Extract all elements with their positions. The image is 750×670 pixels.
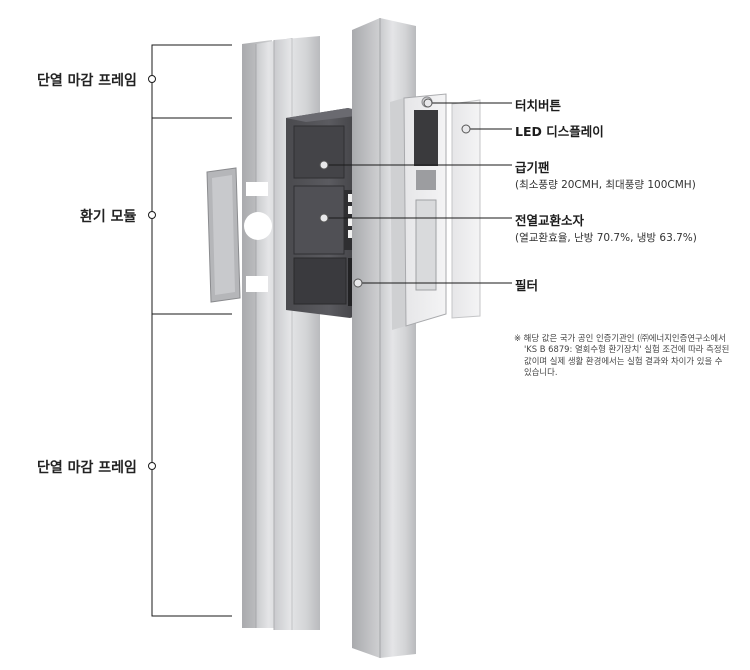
label-led-display: LED 디스플레이 xyxy=(515,124,604,139)
footnote-line-2: 'KS B 6879: 열회수형 환기장치' 실험 조건에 따라 측정된 xyxy=(524,344,730,355)
measurement-footnote: ※ 해당 값은 국가 공인 인증기관인 (㈜에너지인증연구소에서 'KS B 6… xyxy=(514,333,740,379)
right-leaders xyxy=(324,102,512,284)
intake-grille xyxy=(206,167,241,303)
label-supply-fan: 급기팬 xyxy=(515,160,550,175)
footnote-line-4: 있습니다. xyxy=(524,367,558,378)
label-bottom-insulation-frame: 단열 마감 프레임 xyxy=(37,460,137,476)
footnote-line-1: ※ 해당 값은 국가 공인 인증기관인 (㈜에너지인증연구소에서 xyxy=(514,333,726,343)
heat-exchanger-spec: (열교환효율, 난방 70.7%, 냉방 63.7%) xyxy=(515,232,697,244)
right-leader-dots xyxy=(319,98,471,288)
left-bracket xyxy=(148,44,232,617)
control-panel xyxy=(390,93,447,330)
footnote-line-3: 값이며 실제 생활 환경에서는 실험 결과와 차이가 있을 수 xyxy=(524,355,723,366)
label-ventilation-module: 환기 모듈 xyxy=(80,209,137,225)
led-display-cover xyxy=(451,99,481,319)
label-touch-button: 터치버튼 xyxy=(515,98,562,113)
supply-fan-spec: (최소풍량 20CMH, 최대풍량 100CMH) xyxy=(515,179,696,191)
label-top-insulation-frame: 단열 마감 프레임 xyxy=(37,73,137,89)
label-heat-exchanger: 전열교환소자 xyxy=(515,213,585,228)
label-filter: 필터 xyxy=(515,278,539,293)
ventilation-module xyxy=(286,108,372,318)
